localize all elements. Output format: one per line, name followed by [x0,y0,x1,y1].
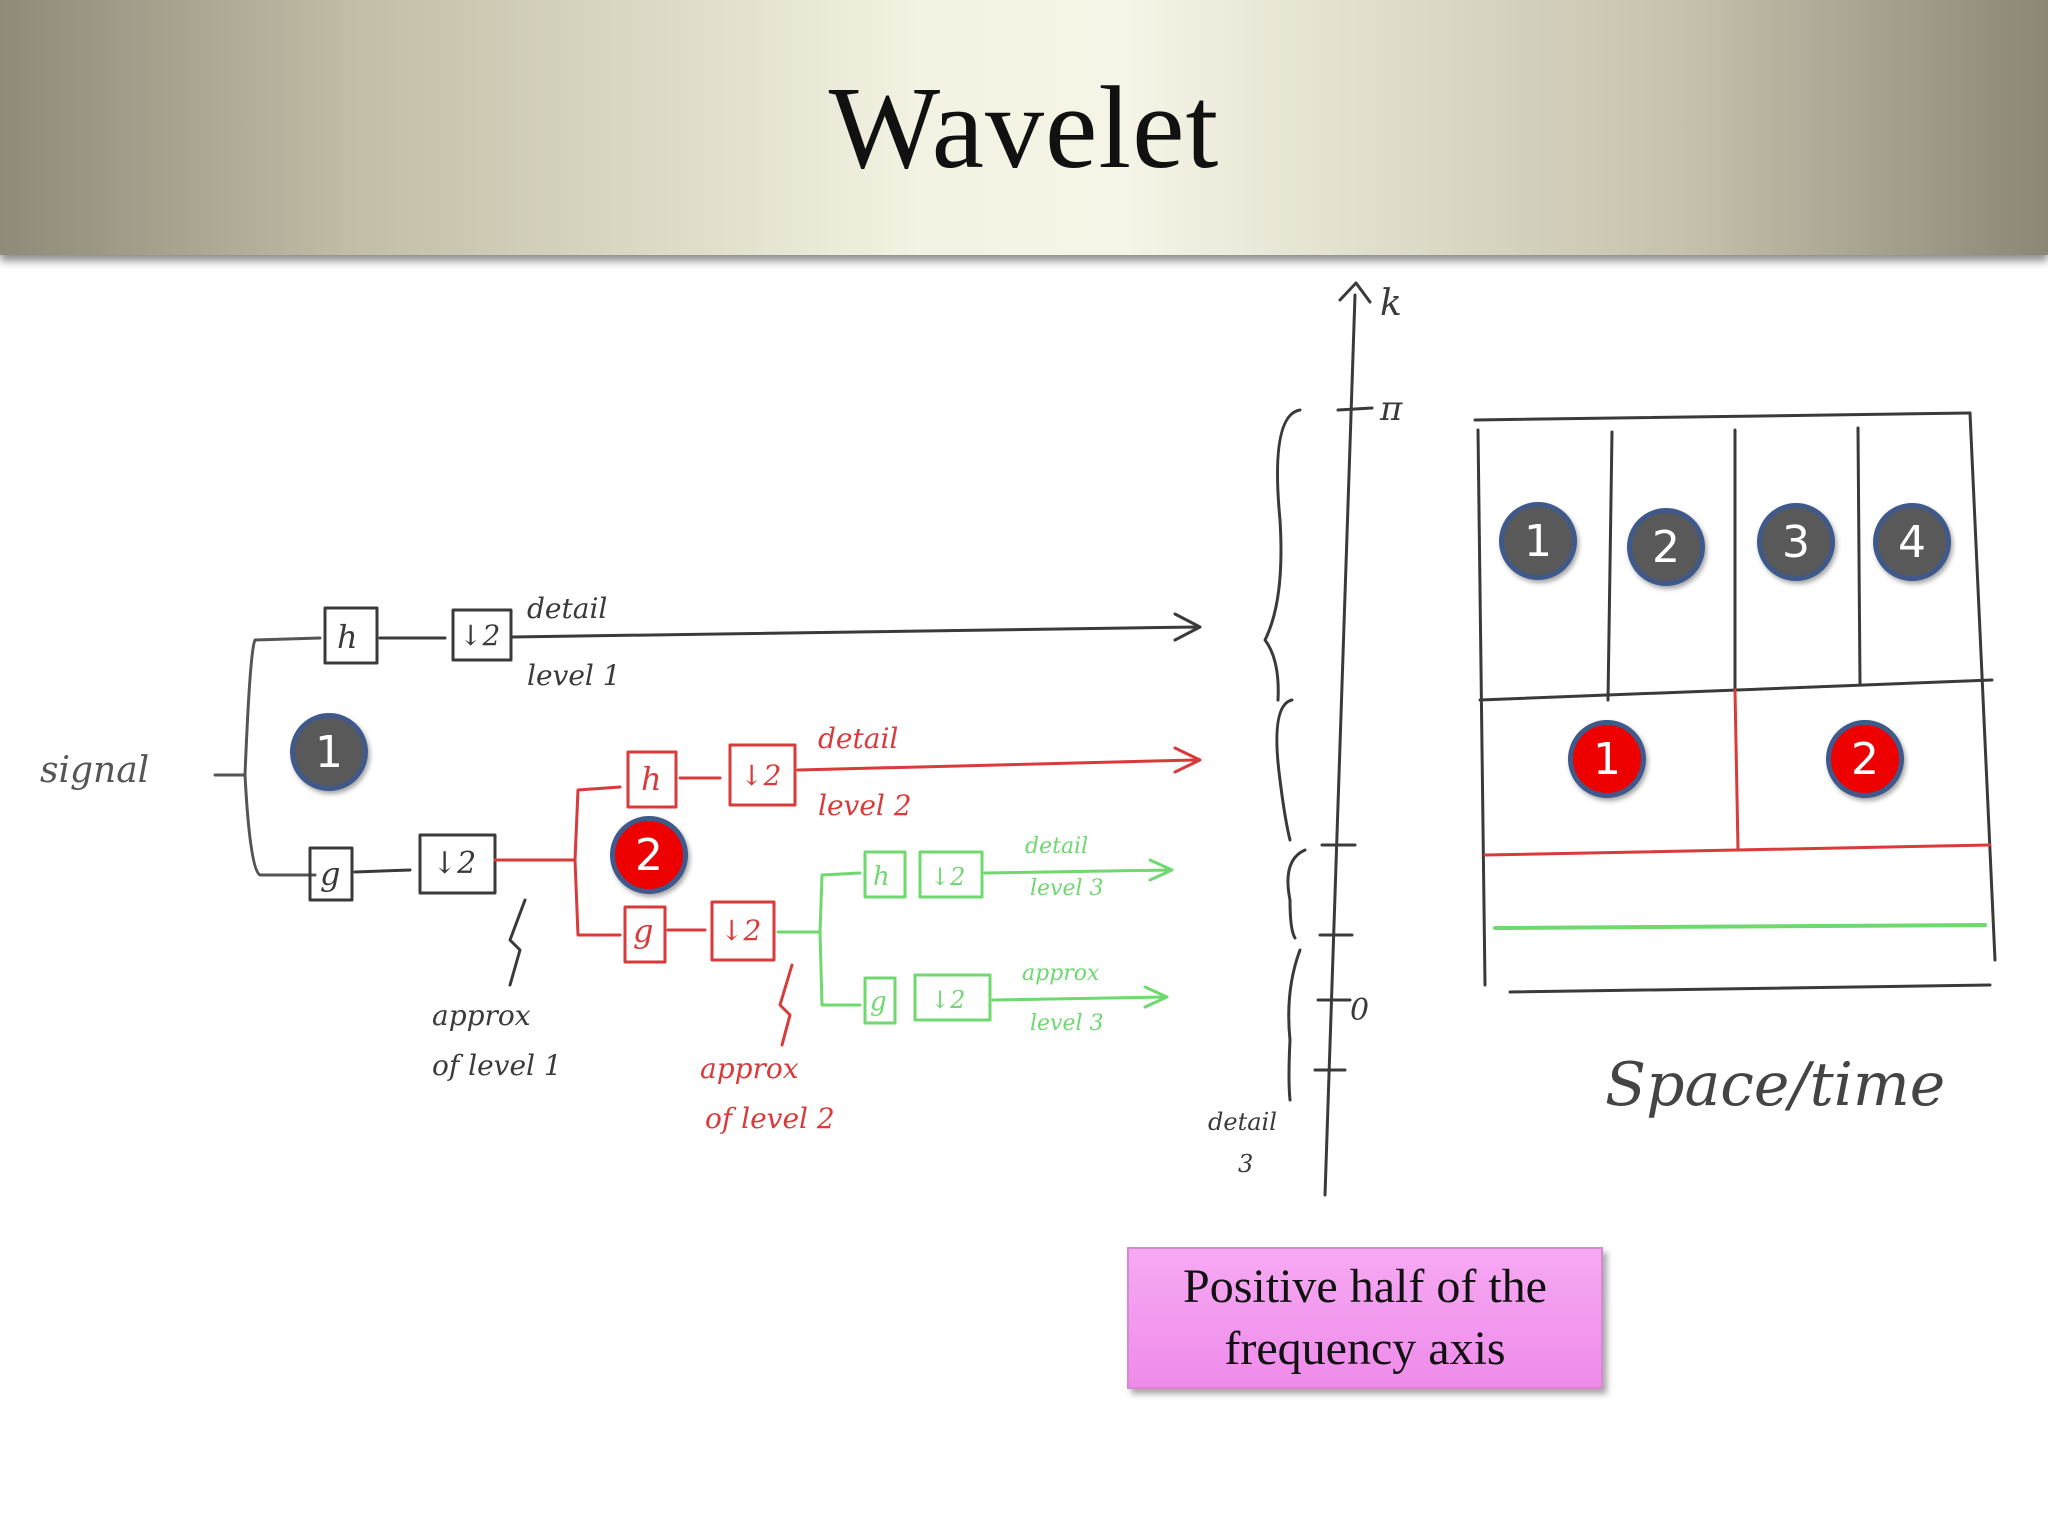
detail-level2-label: detail [818,722,898,755]
level2-d2b-label: ↓2 [720,914,761,947]
level3-d2-label: ↓2 [930,863,965,891]
level2-h-label: h [641,760,662,798]
detail-level3-label: detail [1025,834,1088,859]
slide-title: Wavelet [828,61,1220,193]
axis-zero-label: 0 [1350,993,1369,1028]
axis-k-label: k [1380,283,1402,324]
axis-detail3-label: detail [1208,1108,1277,1136]
level2-branch [493,743,1202,964]
detail-level1-label: detail [527,592,607,625]
approx-level2-label: approx [700,1052,799,1085]
grid-top-badge-1: 1 [1499,502,1577,580]
grid-middle-badge-1: 1 [1568,720,1646,798]
level2-d2-label: ↓2 [740,759,781,792]
axis-detail3-line2: 3 [1238,1150,1253,1178]
callout-text: Positive half of the frequency axis [1183,1259,1547,1375]
grid-middle-badge-2: 2 [1826,720,1904,798]
level2-line2-label: level 2 [818,789,912,822]
frequency-axis-callout: Positive half of the frequency axis [1127,1247,1603,1389]
approx-level1-label: approx [432,999,531,1032]
level1-d2b-label: ↓2 [432,846,476,881]
level3-line2-label: level 3 [1030,876,1104,901]
level3-h-label: h [873,862,890,892]
level1-d2-label: ↓2 [459,619,500,652]
level1-badge: 1 [290,713,368,791]
level1-detail-branch [308,606,1202,902]
grid-top-badge-4: 4 [1873,503,1951,581]
level1-line2-label: level 1 [527,659,621,692]
frequency-axis [1263,281,1374,1197]
approx-level3-line2: level 3 [1030,1011,1104,1036]
signal-label: signal [40,750,149,791]
level3-g-label: g [870,987,887,1017]
approx-level2-line2: of level 2 [705,1102,835,1135]
spacetime-label: Space/time [1605,1050,1945,1120]
level2-badge: 2 [610,816,688,894]
level1-h-label: h [337,618,358,656]
grid-top-badge-3: 3 [1757,503,1835,581]
approx-level1-line2: of level 1 [432,1049,562,1082]
approx-level3-label: approx [1022,961,1100,986]
level3-branch [776,850,1174,1025]
level2-g-label: g [633,912,653,950]
level3-d2b-label: ↓2 [930,986,965,1014]
level1-g-label: g [320,855,340,893]
axis-pi-label: π [1379,389,1403,429]
grid-top-badge-2: 2 [1627,508,1705,586]
title-bar: Wavelet [0,0,2048,255]
